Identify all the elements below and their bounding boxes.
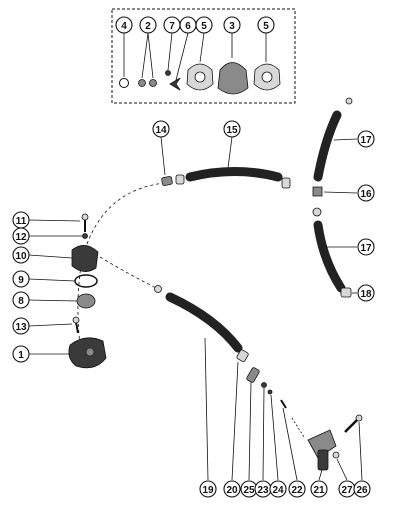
callout-c5a: 5	[195, 16, 213, 34]
callout-c26: 26	[353, 480, 371, 498]
callout-c1: 1	[12, 345, 30, 363]
svg-text:27: 27	[341, 485, 353, 496]
callout-c9: 9	[12, 270, 30, 288]
part-15-hose	[185, 167, 283, 182]
svg-text:15: 15	[226, 125, 238, 136]
callout-c3: 3	[223, 16, 241, 34]
part-20-clamp	[236, 349, 249, 362]
callout-c22: 22	[288, 480, 306, 498]
part-17-hose-upper	[313, 110, 342, 182]
callout-c27: 27	[338, 480, 356, 498]
svg-text:5: 5	[201, 21, 207, 32]
part-18-clamp	[340, 287, 352, 298]
callout-c2: 2	[139, 16, 157, 34]
callout-c13: 13	[12, 317, 30, 335]
callout-c6: 6	[179, 16, 197, 34]
svg-text:25: 25	[243, 485, 255, 496]
svg-text:9: 9	[18, 275, 24, 286]
part-19-hose	[165, 292, 243, 353]
part-17-clamp-top	[345, 97, 353, 105]
svg-text:12: 12	[15, 232, 27, 243]
part-21-valve-body	[307, 429, 337, 459]
kit-box	[111, 8, 296, 104]
part-26-screw	[344, 418, 359, 433]
part-22	[280, 399, 287, 409]
part-9-oring	[74, 274, 98, 288]
svg-text:14: 14	[155, 125, 167, 136]
svg-text:23: 23	[257, 485, 269, 496]
callout-c19: 19	[199, 480, 217, 498]
callout-c15: 15	[223, 120, 241, 138]
svg-text:2: 2	[145, 21, 151, 32]
svg-text:16: 16	[360, 189, 372, 200]
part-13-screw	[75, 321, 79, 334]
svg-text:7: 7	[169, 21, 175, 32]
part-4-ring	[119, 78, 129, 88]
callout-c12: 12	[12, 227, 30, 245]
callout-c7: 7	[163, 16, 181, 34]
callout-c8: 8	[12, 291, 30, 309]
callout-c10: 10	[12, 246, 30, 264]
callout-c21: 21	[310, 480, 328, 498]
part-6-valve	[169, 77, 181, 91]
callout-c4: 4	[115, 16, 133, 34]
svg-text:4: 4	[121, 21, 127, 32]
routing-line-middle	[99, 256, 161, 291]
part-2-washer-a	[138, 79, 146, 87]
callout-c17a: 17	[357, 130, 375, 148]
part-7	[165, 70, 171, 76]
part-16-tee	[312, 186, 323, 197]
svg-text:11: 11	[16, 216, 27, 227]
callout-c17b: 17	[357, 238, 375, 256]
svg-text:3: 3	[229, 21, 235, 32]
part-16-clamp	[312, 207, 322, 217]
svg-text:8: 8	[18, 296, 24, 307]
callout-c24: 24	[269, 480, 287, 498]
svg-text:13: 13	[15, 322, 27, 333]
part-15-clamp	[281, 177, 291, 189]
callout-c11: 11	[12, 211, 30, 229]
part-27-washer	[332, 451, 340, 459]
part-19-clamp-top	[154, 285, 162, 293]
part-8-screen	[76, 293, 96, 309]
part-25-fitting	[246, 367, 260, 383]
svg-text:19: 19	[202, 485, 214, 496]
leader-lines	[28, 32, 363, 481]
svg-text:6: 6	[185, 21, 191, 32]
svg-text:24: 24	[272, 485, 284, 496]
part-17-hose-lower	[313, 220, 346, 293]
svg-text:17: 17	[360, 243, 372, 254]
part-10-cover	[71, 245, 99, 272]
part-14-fitting	[161, 176, 173, 186]
part-14-clamp	[175, 174, 185, 185]
callout-c18: 18	[357, 284, 375, 302]
callout-c14: 14	[152, 120, 170, 138]
svg-text:18: 18	[360, 289, 372, 300]
callout-c5b: 5	[257, 16, 275, 34]
part-2-washer-b	[149, 79, 157, 87]
part-3-diaphragm	[217, 62, 249, 95]
part-21-valve-stem	[317, 449, 329, 471]
callout-c23: 23	[254, 480, 272, 498]
svg-text:21: 21	[313, 485, 325, 496]
part-12-washer	[82, 233, 88, 239]
callout-c16: 16	[357, 184, 375, 202]
svg-text:1: 1	[18, 350, 24, 361]
part-24	[267, 389, 273, 395]
svg-text:22: 22	[291, 485, 303, 496]
svg-text:5: 5	[263, 21, 269, 32]
svg-text:10: 10	[15, 251, 27, 262]
callout-c20: 20	[223, 480, 241, 498]
svg-text:26: 26	[356, 485, 368, 496]
svg-text:17: 17	[360, 135, 372, 146]
svg-text:20: 20	[226, 485, 238, 496]
part-23	[261, 382, 267, 388]
